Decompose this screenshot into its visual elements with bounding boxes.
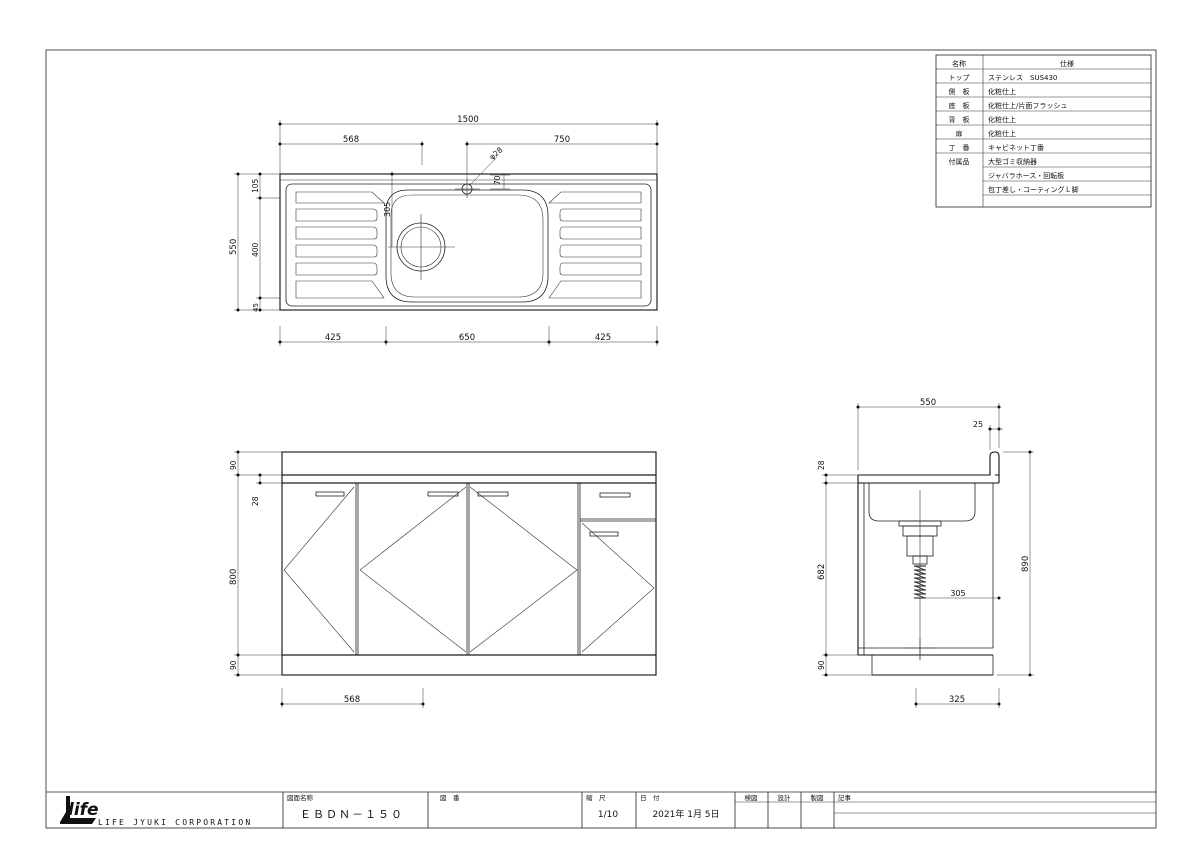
door-handle bbox=[427, 491, 459, 497]
drawer-handle bbox=[599, 492, 631, 498]
spec-row-name: 底 板 bbox=[949, 101, 970, 110]
dim-hole-diameter: φ28 bbox=[488, 145, 505, 161]
check-label: 検図 bbox=[745, 793, 758, 802]
door-handle bbox=[315, 491, 345, 497]
spec-row-value: 化粧仕上 bbox=[988, 87, 1016, 96]
dim-backsplash: 25 bbox=[973, 420, 983, 429]
spec-row-value: 化粧仕上 bbox=[988, 115, 1016, 124]
door-swing-line bbox=[359, 486, 467, 653]
front-view: 90 800 90 28 568 bbox=[229, 450, 657, 708]
spec-row-name: 丁 番 bbox=[949, 144, 970, 152]
spec-row-name: 背 板 bbox=[949, 115, 970, 124]
spec-row-value: 化粧仕上/片面フラッシュ bbox=[988, 101, 1067, 110]
spec-row-name: トップ bbox=[949, 74, 970, 82]
door-swing-line bbox=[581, 522, 655, 653]
spec-row-value: 化粧仕上 bbox=[988, 129, 1016, 138]
dim-door-width: 568 bbox=[344, 695, 360, 705]
counter-edge bbox=[281, 474, 657, 484]
spec-table: 名称 仕様 トップ ステンレス SUS430 側 板 化粧仕上 底 板 化粧仕上… bbox=[935, 54, 1152, 208]
dim-base: 90 bbox=[229, 660, 238, 670]
right-drainboard-grooves bbox=[548, 191, 642, 299]
draw-label: 製図 bbox=[811, 793, 824, 802]
door-handle bbox=[477, 491, 509, 497]
dim-bottom-middle: 650 bbox=[459, 333, 475, 343]
dim-bottom-left: 425 bbox=[325, 333, 341, 343]
dim-bottom: 325 bbox=[949, 695, 965, 705]
dim-counter: 28 bbox=[817, 460, 826, 470]
dim-total-height: 890 bbox=[1021, 556, 1031, 572]
drawing-name: ＥＢＤＮ－１５０ bbox=[300, 808, 404, 821]
left-drainboard-grooves bbox=[295, 191, 385, 299]
dim-bowl-depth: 400 bbox=[251, 242, 260, 257]
plan-view: φ28 70 305 1500 568 750 550 105 bbox=[229, 115, 659, 346]
door-swing-line bbox=[283, 486, 355, 653]
dim-body: 682 bbox=[817, 564, 827, 580]
dim-height: 800 bbox=[229, 569, 239, 585]
dim-base: 90 bbox=[817, 660, 826, 670]
drawing-name-label: 図面名称 bbox=[287, 793, 314, 802]
spec-row-name: 扉 bbox=[956, 129, 963, 138]
dim-bottom-right: 425 bbox=[595, 333, 611, 343]
sheet-border bbox=[45, 49, 1157, 829]
spec-row-value: ジャバラホース・回転板 bbox=[988, 171, 1064, 180]
spec-row-name: 付属品 bbox=[949, 157, 970, 166]
spec-row-value: キャビネット丁番 bbox=[988, 143, 1044, 152]
drawing-number-label: 図 番 bbox=[440, 794, 460, 802]
dim-drain: 305 bbox=[383, 202, 392, 217]
dim-counter: 28 bbox=[251, 496, 260, 506]
scale-value: 1/10 bbox=[598, 810, 618, 820]
title-block: life LIFE JYUKI CORPORATION 図面名称 ＥＢＤＮ－１５… bbox=[46, 791, 1156, 828]
spec-row-value: 大型ゴミ収納器 bbox=[988, 157, 1037, 166]
spec-row-name: 側 板 bbox=[949, 87, 970, 96]
spec-header-spec: 仕様 bbox=[1060, 59, 1074, 68]
door-swing-line bbox=[469, 486, 578, 653]
design-label: 設計 bbox=[778, 793, 792, 802]
logo-text: life bbox=[68, 800, 99, 820]
countertop-outline bbox=[279, 173, 658, 311]
side-countertop bbox=[858, 451, 1000, 476]
notes-label: 記事 bbox=[838, 793, 852, 802]
dim-front-margin: 45 bbox=[252, 303, 260, 312]
door-handle bbox=[589, 531, 619, 537]
dim-top: 90 bbox=[229, 460, 238, 470]
dim-left-segment: 568 bbox=[343, 135, 359, 145]
spec-row-value: ステンレス SUS430 bbox=[988, 74, 1057, 82]
scale-label: 縮 尺 bbox=[586, 793, 606, 802]
dim-drain: 305 bbox=[950, 589, 965, 598]
dim-back-margin: 105 bbox=[251, 178, 260, 193]
spec-header-name: 名称 bbox=[952, 59, 966, 68]
plinth bbox=[281, 654, 657, 676]
side-view: 305 550 25 28 682 90 890 325 bbox=[817, 398, 1034, 708]
dim-depth: 550 bbox=[920, 398, 936, 408]
date-value: 2021年 1月 5日 bbox=[652, 808, 719, 820]
spec-row-value: 包丁差し・コーティングＬ脚 bbox=[988, 185, 1079, 194]
dim-hole-offset: 70 bbox=[493, 175, 502, 185]
dim-total-width: 1500 bbox=[457, 115, 479, 125]
dim-depth: 550 bbox=[229, 239, 239, 255]
side-bowl bbox=[868, 483, 976, 522]
date-label: 日 付 bbox=[640, 793, 660, 802]
company-name: LIFE JYUKI CORPORATION bbox=[98, 818, 252, 827]
dim-right-segment: 750 bbox=[554, 135, 570, 145]
backsplash bbox=[281, 451, 657, 476]
sink-bowl bbox=[385, 189, 549, 303]
company-logo: life bbox=[60, 796, 99, 824]
